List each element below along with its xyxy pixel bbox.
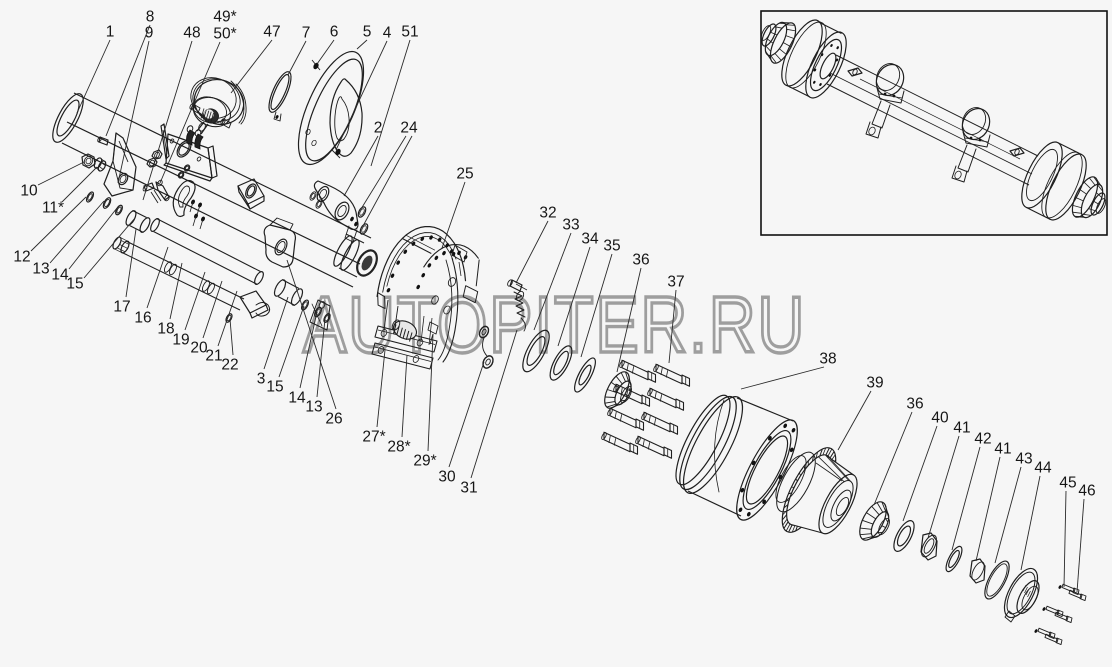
svg-text:48: 48 <box>183 25 200 42</box>
svg-text:29*: 29* <box>413 453 436 470</box>
svg-text:9: 9 <box>145 25 154 42</box>
svg-text:14: 14 <box>288 390 306 407</box>
svg-text:24: 24 <box>400 120 418 137</box>
svg-text:6: 6 <box>330 24 339 41</box>
svg-text:7: 7 <box>302 25 311 42</box>
svg-text:17: 17 <box>113 299 130 316</box>
svg-text:37: 37 <box>667 274 684 291</box>
svg-text:42: 42 <box>974 431 991 448</box>
svg-text:35: 35 <box>603 238 620 255</box>
svg-text:30: 30 <box>438 469 456 486</box>
svg-text:21: 21 <box>205 348 222 365</box>
svg-text:27*: 27* <box>362 429 385 446</box>
svg-text:4: 4 <box>383 25 392 42</box>
svg-text:13: 13 <box>305 399 322 416</box>
svg-text:51: 51 <box>401 24 418 41</box>
svg-text:33: 33 <box>562 217 579 234</box>
svg-text:31: 31 <box>460 480 477 497</box>
svg-text:1: 1 <box>106 24 115 41</box>
svg-text:32: 32 <box>539 205 556 222</box>
svg-text:15: 15 <box>266 379 283 396</box>
svg-text:39: 39 <box>866 375 883 392</box>
svg-text:41: 41 <box>994 441 1011 458</box>
svg-text:16: 16 <box>134 310 151 327</box>
svg-text:2: 2 <box>374 120 383 137</box>
svg-text:40: 40 <box>931 410 949 427</box>
svg-text:5: 5 <box>363 24 372 41</box>
svg-text:49*: 49* <box>213 9 236 26</box>
svg-text:12: 12 <box>13 249 30 266</box>
svg-text:11*: 11* <box>42 200 64 217</box>
svg-text:22: 22 <box>221 357 238 374</box>
svg-text:44: 44 <box>1034 460 1052 477</box>
svg-text:41: 41 <box>953 420 970 437</box>
svg-text:46: 46 <box>1078 483 1095 500</box>
svg-text:47: 47 <box>263 24 280 41</box>
svg-text:38: 38 <box>819 351 836 368</box>
svg-text:13: 13 <box>32 261 49 278</box>
svg-text:43: 43 <box>1015 451 1032 468</box>
svg-text:36: 36 <box>906 396 923 413</box>
svg-text:19: 19 <box>172 332 189 349</box>
svg-text:36: 36 <box>632 252 649 269</box>
svg-text:45: 45 <box>1059 475 1076 492</box>
svg-text:3: 3 <box>257 371 266 388</box>
svg-text:26: 26 <box>325 411 342 428</box>
svg-text:15: 15 <box>66 276 83 293</box>
svg-text:10: 10 <box>20 183 38 200</box>
svg-text:25: 25 <box>456 166 473 183</box>
svg-text:34: 34 <box>581 231 599 248</box>
svg-text:28*: 28* <box>387 439 410 456</box>
svg-text:50*: 50* <box>213 26 236 43</box>
svg-text:8: 8 <box>146 9 155 26</box>
